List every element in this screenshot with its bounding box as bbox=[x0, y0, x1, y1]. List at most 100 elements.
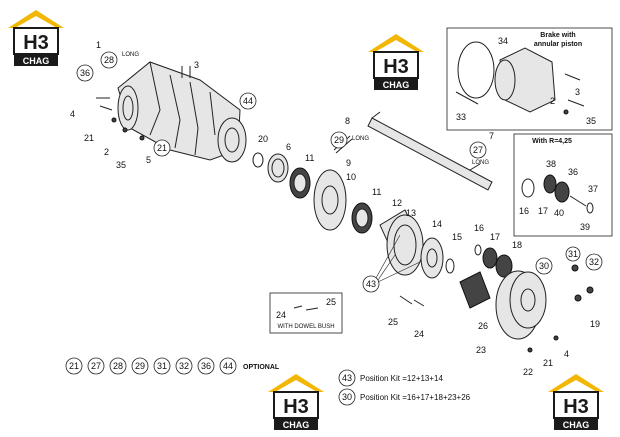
optional-item: 44 bbox=[223, 361, 233, 371]
logo-bottom-text: CHAG bbox=[383, 80, 410, 90]
ring-15 bbox=[445, 258, 455, 274]
callout-17a: 17 bbox=[490, 232, 500, 242]
r425-callout-16: 16 bbox=[519, 206, 529, 216]
r425-callout-17: 17 bbox=[538, 206, 548, 216]
callout-4b: 4 bbox=[564, 349, 569, 359]
logo-top-text: H3 bbox=[283, 396, 309, 418]
r425-callout-40: 40 bbox=[554, 208, 564, 218]
r425-callout-36: 36 bbox=[568, 167, 578, 177]
disk-14 bbox=[420, 237, 444, 279]
drive-shaft-7 bbox=[367, 111, 493, 191]
callout-23: 23 bbox=[476, 345, 486, 355]
optional-circle bbox=[175, 357, 193, 375]
callout-long-1: LONG bbox=[122, 52, 139, 58]
brake-callout-3: 3 bbox=[575, 87, 580, 97]
logo-top-text: H3 bbox=[383, 56, 409, 78]
optional-circle bbox=[153, 357, 171, 375]
callout-25a: 25 bbox=[388, 317, 398, 327]
callout-44: 44 bbox=[243, 96, 253, 106]
callout-11b: 11 bbox=[372, 187, 381, 197]
callout-8: 8 bbox=[345, 116, 350, 126]
optional-circle bbox=[87, 357, 105, 375]
seal-ring-20 bbox=[252, 152, 264, 168]
callout-20: 20 bbox=[258, 134, 268, 144]
optional-item: 31 bbox=[157, 361, 167, 371]
callout-1: 1 bbox=[96, 40, 101, 50]
optional-item: 36 bbox=[201, 361, 211, 371]
callout-24a: 24 bbox=[414, 329, 424, 339]
wheel-bolts bbox=[399, 264, 594, 353]
callout-2a: 2 bbox=[104, 147, 109, 157]
callout-5: 5 bbox=[146, 155, 151, 165]
wheel-hub-23 bbox=[495, 270, 547, 340]
callout-13: 13 bbox=[406, 208, 416, 218]
planet-carrier-10 bbox=[313, 169, 347, 231]
r425-callout-38: 38 bbox=[546, 159, 556, 169]
callout-15: 15 bbox=[452, 232, 462, 242]
callout-31: 31 bbox=[568, 249, 578, 259]
callout-4a: 4 bbox=[70, 109, 75, 119]
brake-callout-34: 34 bbox=[498, 36, 508, 46]
dowel-label: WITH DOWEL BUSH bbox=[277, 324, 334, 330]
callout-long-2: LONG bbox=[352, 136, 369, 142]
optional-item: 21 bbox=[69, 361, 79, 371]
dowel-callout-24: 24 bbox=[276, 310, 286, 320]
callout-43: 43 bbox=[366, 279, 376, 289]
optional-circle bbox=[109, 357, 127, 375]
flange-ring-44 bbox=[217, 117, 247, 163]
callout-22: 22 bbox=[523, 367, 533, 377]
optional-circle bbox=[219, 357, 237, 375]
pinion-shaft-26 bbox=[459, 271, 491, 309]
callout-6: 6 bbox=[286, 142, 291, 152]
callouts: 1 28 LONG 3 36 4 21 2 35 5 21 44 20 6 8 … bbox=[70, 40, 603, 377]
callout-19: 19 bbox=[590, 319, 600, 329]
optional-circle bbox=[197, 357, 215, 375]
optional-item: 27 bbox=[91, 361, 101, 371]
callout-3: 3 bbox=[194, 60, 199, 70]
callout-long-3: LONG bbox=[472, 160, 489, 166]
kit-2-number: 30 bbox=[342, 392, 352, 402]
callout-36: 36 bbox=[80, 68, 90, 78]
optional-label: OPTIONAL bbox=[243, 364, 280, 371]
r425-callout-39: 39 bbox=[580, 222, 590, 232]
position-kits: 43 Position Kit =12+13+14 30 Position Ki… bbox=[338, 369, 471, 406]
watermark-logo-4: H3 CHAG bbox=[548, 374, 604, 430]
brake-callout-33: 33 bbox=[456, 112, 466, 122]
logo-bottom-text: CHAG bbox=[283, 420, 310, 430]
watermark-logo-1: H3 CHAG bbox=[8, 10, 64, 66]
ring-gear-13 bbox=[379, 209, 424, 276]
watermark-logo-2: H3 CHAG bbox=[368, 34, 424, 90]
bearing-11a bbox=[289, 167, 311, 199]
r425-title: With R=4,25 bbox=[532, 138, 572, 145]
callout-11a: 11 bbox=[305, 153, 314, 163]
kit-1-number: 43 bbox=[342, 373, 352, 383]
callout-30: 30 bbox=[539, 261, 549, 271]
kit-2-text: Position Kit =16+17+18+23+26 bbox=[360, 393, 471, 402]
logo-bottom-text: CHAG bbox=[23, 56, 50, 66]
optional-circle bbox=[131, 357, 149, 375]
brake-title-line1: Brake with bbox=[540, 32, 575, 39]
axle-housing bbox=[117, 61, 241, 161]
gear-group-16-18 bbox=[474, 244, 513, 278]
r425-callout-37: 37 bbox=[588, 184, 598, 194]
callout-29: 29 bbox=[334, 135, 344, 145]
r425-detail-box: With R=4,25 38 36 37 16 17 40 39 bbox=[513, 133, 613, 237]
callout-26: 26 bbox=[478, 321, 488, 331]
optional-item: 32 bbox=[179, 361, 189, 371]
watermark-logo-3: H3 CHAG bbox=[268, 374, 324, 430]
brake-detail-box: Brake with annular piston 34 33 2 3 35 bbox=[446, 27, 613, 131]
callout-9: 9 bbox=[346, 158, 351, 168]
seal-ring-6 bbox=[267, 153, 289, 183]
callout-35a: 35 bbox=[116, 160, 126, 170]
callout-21b: 21 bbox=[157, 143, 167, 153]
callout-27: 27 bbox=[473, 145, 483, 155]
callout-12: 12 bbox=[392, 198, 402, 208]
callout-21c: 21 bbox=[543, 358, 553, 368]
callout-14: 14 bbox=[432, 219, 442, 229]
brake-callout-2: 2 bbox=[550, 96, 555, 106]
dowel-bush-box: 24 25 WITH DOWEL BUSH bbox=[269, 292, 343, 334]
housing-bolts bbox=[96, 66, 191, 141]
bearing-11b bbox=[351, 202, 373, 234]
brake-callout-35: 35 bbox=[586, 116, 596, 126]
